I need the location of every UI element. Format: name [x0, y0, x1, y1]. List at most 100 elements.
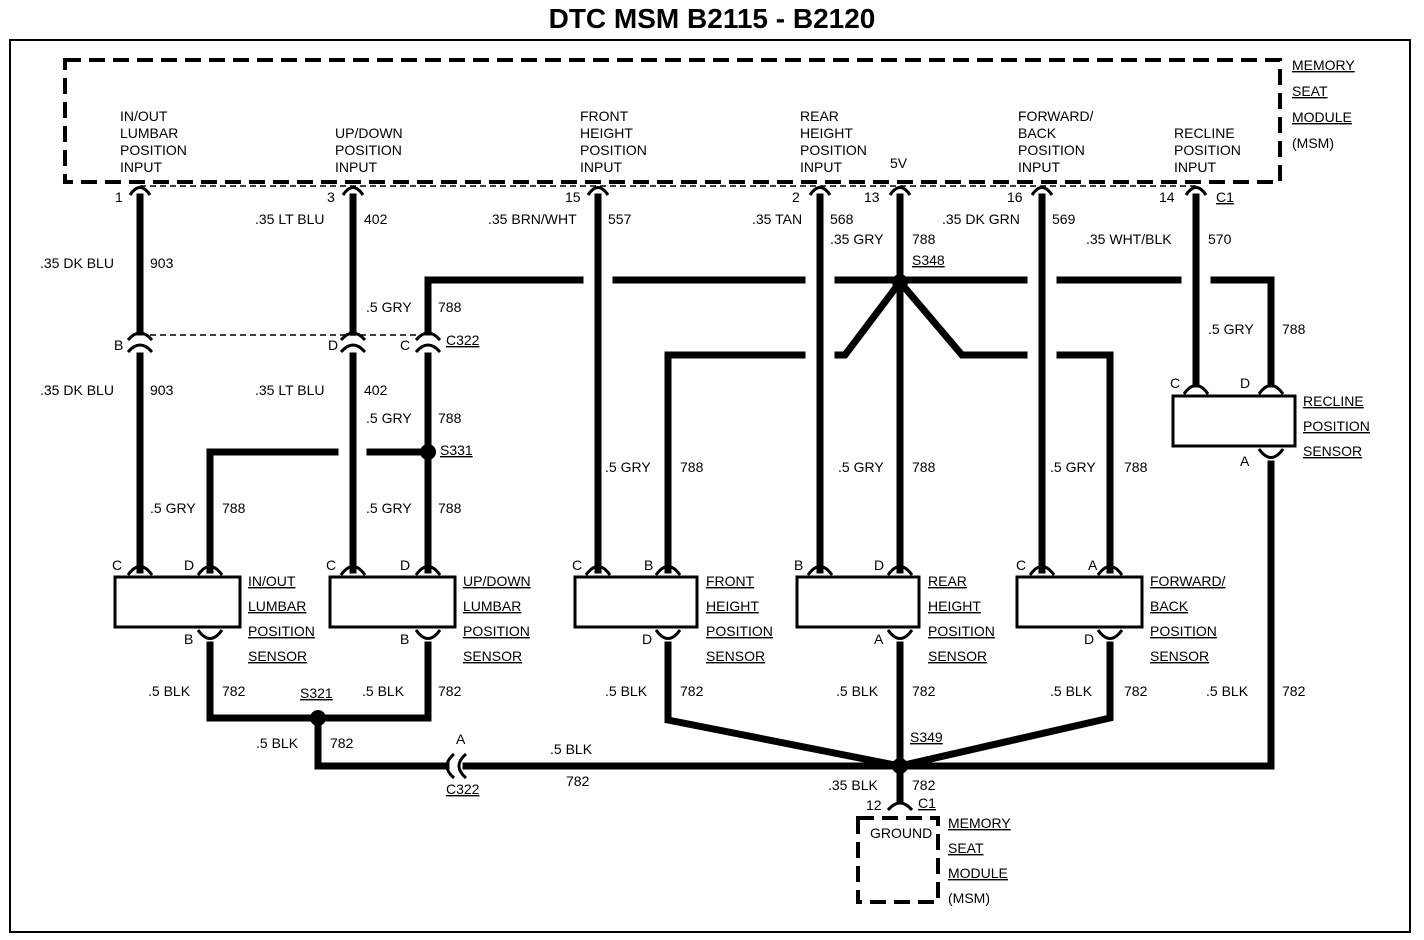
c322-pin-a: A [456, 731, 466, 747]
sensor-pin-letter: C [1170, 375, 1180, 391]
wire-gauge-label: .5 BLK [836, 683, 879, 699]
sensor-name-line: POSITION [1150, 623, 1217, 639]
ground-connector-label: C1 [918, 795, 936, 811]
c322-a-arc [445, 752, 456, 780]
sensor-name-line: IN/OUT [248, 573, 296, 589]
wire-788-diag-left [834, 277, 905, 359]
input-in-out-lumbar: IN/OUT LUMBAR POSITION INPUT [120, 108, 187, 175]
pin-number: 13 [864, 189, 880, 205]
sensor-pin-letter: D [1240, 375, 1250, 391]
sensor-name-line: POSITION [928, 623, 995, 639]
input-label-line: LUMBAR [120, 125, 178, 141]
msm-label-line-1: MEMORY [1292, 57, 1355, 73]
c1-pin-arc [808, 186, 832, 196]
wire-788-fwd [1056, 351, 1114, 574]
splice-s331-label: S331 [440, 442, 473, 458]
sensor-pin-letter: C [1016, 557, 1026, 573]
wire-gauge-label: .35 LT BLU [255, 382, 325, 398]
input-label-line: POSITION [800, 142, 867, 158]
wire-circuit-label: 788 [222, 500, 246, 516]
c1-pin-arc [128, 186, 152, 196]
wire-788-front [664, 351, 806, 574]
wire-circuit-label: 788 [438, 299, 462, 315]
wire-gauge-label: .5 GRY [366, 500, 412, 516]
input-up-down: UP/DOWN POSITION INPUT [335, 125, 403, 175]
wire-circuit-label: 402 [364, 382, 388, 398]
wire-782-front [664, 641, 905, 771]
sensor-name-line: FORWARD/ [1150, 573, 1226, 589]
ground-module-line: MEMORY [948, 815, 1011, 831]
sensor-pin-arc [654, 565, 682, 576]
wire-circuit-label: 782 [330, 735, 354, 751]
c1-pin-arc [1184, 186, 1208, 196]
input-label-line: POSITION [1018, 142, 1085, 158]
c1-pin-arc [888, 186, 912, 196]
splice-s348-dot [892, 274, 908, 290]
c322-label: C322 [446, 332, 480, 348]
pin-number: 16 [1007, 189, 1023, 205]
wire-gauge-label: .5 GRY [838, 459, 884, 475]
c322-pin-arc [126, 331, 154, 342]
input-label-line: INPUT [800, 159, 842, 175]
input-label-line: INPUT [1018, 159, 1060, 175]
input-label-line: INPUT [580, 159, 622, 175]
sensor-pin-letter: B [794, 557, 803, 573]
wire-gauge-label: .5 BLK [550, 741, 593, 757]
splice-s321-label: S321 [300, 685, 333, 701]
sensor-name-line: POSITION [1303, 418, 1370, 434]
wire-circuit-label: 782 [1124, 683, 1148, 699]
sensor-box [328, 575, 457, 629]
sensor-name-line: SENSOR [706, 648, 765, 664]
sensor-pin-arc [584, 565, 612, 576]
wire-circuit-label: 788 [438, 410, 462, 426]
sensor-name-line: FRONT [706, 573, 755, 589]
sensor-pin-letter: C [112, 557, 122, 573]
wire-gauge-label: .35 WHT/BLK [1086, 231, 1172, 247]
ground-module-line: (MSM) [948, 890, 990, 906]
wire-circuit-label: 788 [1282, 321, 1306, 337]
wire-circuit-label: 402 [364, 211, 388, 227]
sensor-pin-arc [1182, 384, 1210, 395]
sensor-name-line: LUMBAR [463, 598, 521, 614]
wire-788-recline [1210, 276, 1275, 388]
wire-782-s321-down [314, 714, 450, 770]
c322-a-arc [457, 752, 468, 780]
c322-pin-c: C [400, 337, 410, 353]
input-label-line: INPUT [120, 159, 162, 175]
c322-label-lower: C322 [446, 781, 480, 797]
pin-number: 1 [115, 189, 123, 205]
outer-frame [9, 39, 1411, 933]
sensor-box [113, 575, 242, 629]
sensor-name-line: RECLINE [1303, 393, 1364, 409]
c322-arcs [126, 331, 442, 354]
sensor-pin-letter: D [400, 557, 410, 573]
c322-pin-b: B [114, 337, 123, 353]
sensor-rear-height [795, 575, 921, 629]
ground-module-label: MEMORY SEAT MODULE (MSM) [948, 815, 1011, 906]
msm-label-line-4: (MSM) [1292, 135, 1334, 151]
wire-gauge-label: .35 DK BLU [40, 255, 114, 271]
c322-pin-d: D [328, 337, 338, 353]
sensor-pin-arc [1257, 384, 1285, 395]
wire-circuit-label: 788 [438, 500, 462, 516]
wire-gauge-label: .5 GRY [366, 410, 412, 426]
sensor-name-line: SENSOR [1303, 443, 1362, 459]
sensor-name-recline: RECLINE POSITION SENSOR [1303, 393, 1370, 459]
pin-number: 3 [327, 189, 335, 205]
wire-gauge-label: .5 BLK [605, 683, 648, 699]
input-recline: RECLINE POSITION INPUT [1174, 125, 1241, 175]
sensor-pin-arc [886, 629, 914, 640]
sensor-name-line: POSITION [248, 623, 315, 639]
sensor-name-line: SENSOR [463, 648, 522, 664]
sensor-pin-arc [886, 565, 914, 576]
wire-782-lumbar-pair [206, 641, 432, 722]
input-forward-back: FORWARD/ BACK POSITION INPUT [1018, 108, 1094, 175]
five-volt-label: 5V [890, 155, 908, 171]
msm-module-box [63, 58, 1282, 184]
wire-circuit-label: 782 [438, 683, 462, 699]
input-label-line: INPUT [335, 159, 377, 175]
sensor-top-arcs [126, 384, 1285, 576]
ground-pin-number: 12 [866, 797, 882, 813]
sensor-name-line: SENSOR [928, 648, 987, 664]
wire-gauge-label: .5 GRY [605, 459, 651, 475]
